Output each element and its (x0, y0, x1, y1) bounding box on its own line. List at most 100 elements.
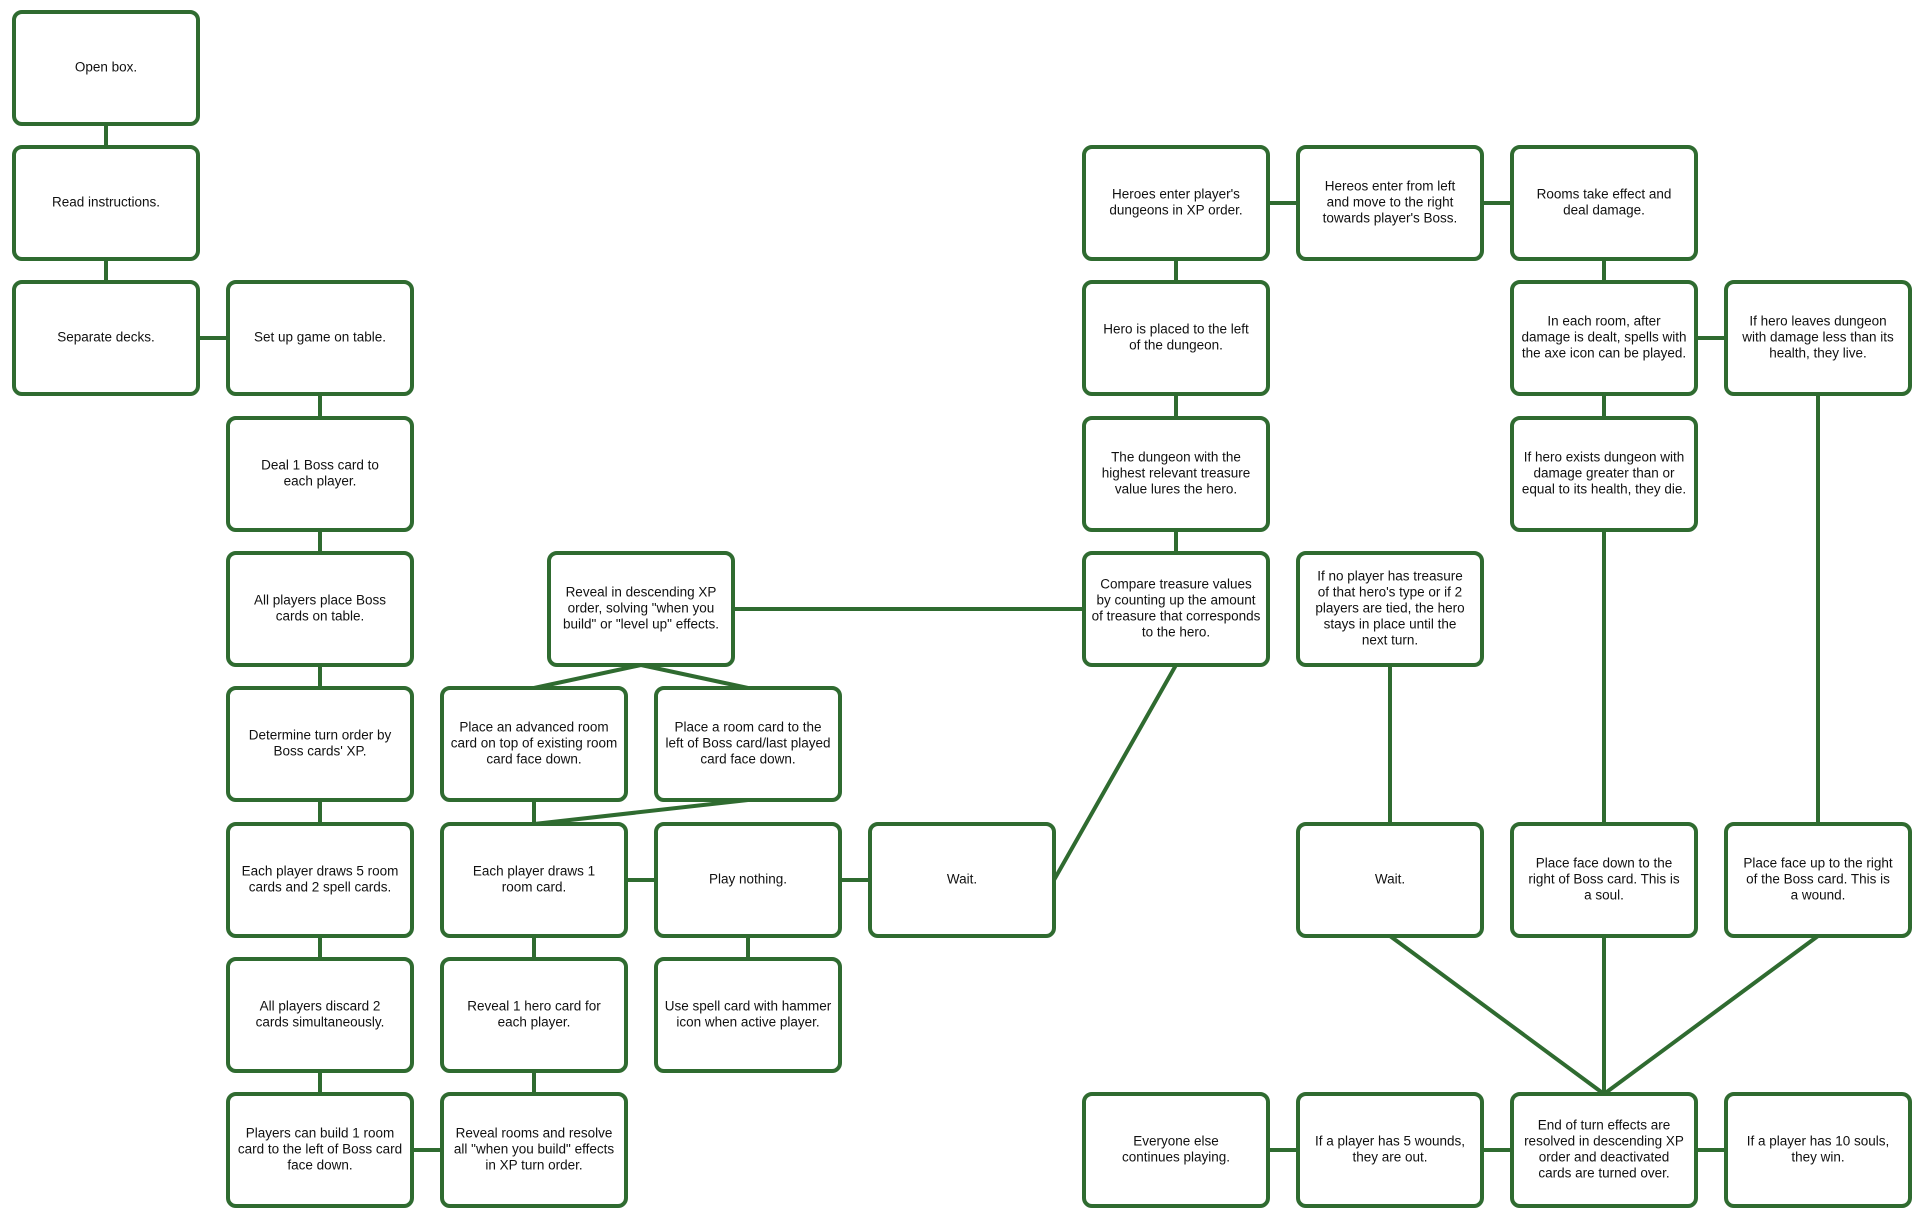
step-box (1082, 416, 1270, 532)
step-label-line: In each room, after (1547, 314, 1661, 329)
step-five-wounds: If a player has 5 wounds,they are out. (1296, 1092, 1484, 1208)
step-box (226, 416, 414, 532)
step-label-line: each player. (498, 1015, 571, 1030)
step-play-nothing: Play nothing. (654, 822, 842, 938)
step-label-line: value lures the hero. (1115, 482, 1237, 497)
step-label-line: players are tied, the hero (1315, 601, 1464, 616)
step-label-line: cards simultaneously. (256, 1015, 385, 1030)
step-box (226, 280, 414, 396)
step-label-line: Rooms take effect and (1537, 187, 1672, 202)
step-label-line: in XP turn order. (485, 1158, 582, 1173)
step-label-line: by counting up the amount (1096, 593, 1255, 608)
step-label-line: to the hero. (1142, 625, 1210, 640)
connector-place-room-to-reveal-xp (639, 663, 750, 690)
step-label-line: Compare treasure values (1100, 577, 1252, 592)
step-label-line: Hero is placed to the left (1103, 322, 1249, 337)
step-label-line: If hero exists dungeon with (1524, 450, 1685, 465)
step-label-line: card to the left of Boss card (238, 1142, 402, 1157)
step-label-line: Place face down to the (1536, 856, 1673, 871)
step-box (226, 551, 414, 667)
step-label-line: card face down. (486, 752, 581, 767)
step-box (1082, 1092, 1270, 1208)
step-label-line: Everyone else (1133, 1134, 1219, 1149)
step-label-line: equal to its health, they die. (1522, 482, 1686, 497)
step-label-line: health, they live. (1769, 346, 1867, 361)
flow-connectors (104, 122, 1820, 1152)
step-wait-1: Wait. (868, 822, 1056, 938)
step-label-line: Use spell card with hammer (665, 999, 832, 1014)
step-label-line: End of turn effects are (1538, 1118, 1671, 1133)
step-box (1510, 822, 1698, 938)
step-box (1510, 280, 1698, 396)
step-label-line: Place an advanced room (459, 720, 608, 735)
step-label-line: of treasure that corresponds (1092, 609, 1261, 624)
step-box (1296, 145, 1484, 261)
step-label-line: of that hero's type or if 2 (1318, 585, 1462, 600)
step-box (12, 280, 200, 396)
step-label-line: they are out. (1352, 1150, 1427, 1165)
step-label-line: highest relevant treasure (1102, 466, 1251, 481)
step-box (1082, 145, 1270, 261)
step-label-line: damage is dealt, spells with (1521, 330, 1686, 345)
step-box (1510, 416, 1698, 532)
step-label-line: Wait. (1375, 872, 1405, 887)
step-label-line: Hereos enter from left (1325, 179, 1456, 194)
step-wait-2: Wait. (1296, 822, 1484, 938)
step-label-line: If hero leaves dungeon (1749, 314, 1886, 329)
step-box (226, 686, 414, 802)
step-label-line: damage greater than or (1533, 466, 1675, 481)
step-label-line: Heroes enter player's (1112, 187, 1240, 202)
step-box (226, 957, 414, 1073)
step-label-line: Separate decks. (57, 330, 155, 345)
step-set-up-game: Set up game on table. (226, 280, 414, 396)
step-label-line: each player. (284, 474, 357, 489)
step-label-line: with damage less than its (1741, 330, 1894, 345)
step-label-line: face down. (287, 1158, 352, 1173)
step-box (1082, 551, 1270, 667)
step-label-line: deal damage. (1563, 203, 1645, 218)
step-read-instructions: Read instructions. (12, 145, 200, 261)
step-label-line: of the dungeon. (1129, 338, 1223, 353)
step-box (547, 551, 735, 667)
step-label-line: icon when active player. (676, 1015, 819, 1030)
step-label-line: order, solving "when you (568, 601, 715, 616)
step-box (1296, 822, 1484, 938)
step-box (1296, 1092, 1484, 1208)
step-open-box: Open box. (12, 10, 200, 126)
step-label-line: Reveal 1 hero card for (467, 999, 601, 1014)
step-label-line: If no player has treasure (1317, 569, 1463, 584)
step-box (440, 822, 628, 938)
step-box (12, 145, 200, 261)
step-label-line: a wound. (1791, 888, 1846, 903)
step-label-line: next turn. (1362, 633, 1418, 648)
step-label-line: All players place Boss (254, 593, 386, 608)
step-label-line: Open box. (75, 60, 137, 75)
step-box (226, 822, 414, 938)
step-label-line: a soul. (1584, 888, 1624, 903)
step-separate-decks: Separate decks. (12, 280, 200, 396)
step-label-line: towards player's Boss. (1323, 211, 1458, 226)
step-box (1724, 822, 1912, 938)
step-box (1510, 1092, 1698, 1208)
step-label-line: Reveal in descending XP (566, 585, 717, 600)
step-label-line: order and deactivated (1539, 1150, 1670, 1165)
step-label-line: Play nothing. (709, 872, 787, 887)
step-box (1724, 1092, 1912, 1208)
step-label-line: left of Boss card/last played (665, 736, 830, 751)
step-label-line: they win. (1791, 1150, 1844, 1165)
step-label-line: room card. (502, 880, 567, 895)
